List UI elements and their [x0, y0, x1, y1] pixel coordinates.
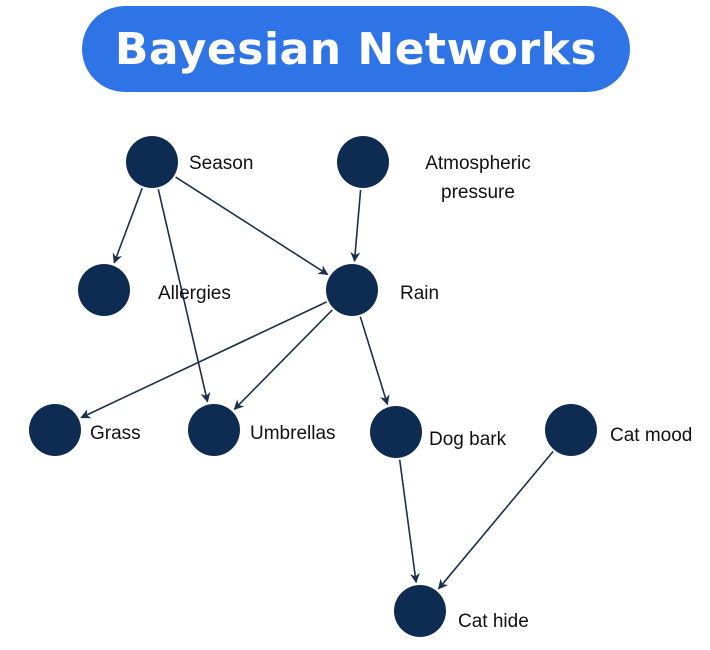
node-label-line-pressure-1: pressure — [441, 182, 515, 203]
node-circle-cathide — [394, 585, 446, 637]
node-circle-grass — [29, 404, 81, 456]
node-label-line-grass-0: Grass — [90, 423, 141, 444]
edge-rain-to-umbrellas — [233, 309, 333, 411]
edge-season-to-rain — [175, 176, 329, 276]
edge-season-to-allergies — [112, 187, 143, 264]
node-catmood: Cat mood — [545, 404, 692, 456]
node-label-cathide: Cat hide — [458, 611, 529, 632]
node-label-dogbark: Dog bark — [429, 429, 507, 450]
node-label-line-rain-0: Rain — [400, 283, 439, 304]
node-label-umbrellas: Umbrellas — [250, 423, 336, 444]
edge-rain-to-grass — [80, 301, 328, 419]
edge-rain-to-dogbark — [359, 316, 390, 406]
node-circle-umbrellas — [188, 404, 240, 456]
node-label-line-umbrellas-0: Umbrellas — [250, 423, 336, 444]
node-label-grass: Grass — [90, 423, 141, 444]
node-circle-dogbark — [370, 406, 422, 458]
node-label-allergies: Allergies — [158, 283, 231, 304]
node-label-line-pressure-0: Atmospheric — [425, 153, 531, 174]
node-label-pressure: Atmospheric pressure — [425, 153, 531, 203]
node-circle-allergies — [78, 264, 130, 316]
diagram-title: Bayesian Networks — [114, 23, 598, 75]
node-cathide: Cat hide — [394, 585, 529, 637]
node-circle-season — [126, 136, 178, 188]
edge-dogbark-to-cathide — [398, 459, 420, 584]
node-circle-rain — [326, 264, 378, 316]
edge-season-to-umbrellas — [157, 189, 211, 403]
edge-catmood-to-cathide — [437, 450, 554, 590]
node-label-line-season-0: Season — [189, 153, 253, 174]
node-label-line-allergies-0: Allergies — [158, 283, 231, 304]
node-allergies: Allergies — [78, 264, 231, 316]
node-pressure: Atmospheric pressure — [337, 136, 531, 203]
node-label-line-cathide-0: Cat hide — [458, 611, 529, 632]
node-circle-pressure — [337, 136, 389, 188]
node-grass: Grass — [29, 404, 141, 456]
node-label-rain: Rain — [400, 283, 439, 304]
node-label-line-catmood-0: Cat mood — [610, 425, 692, 446]
node-label-line-dogbark-0: Dog bark — [429, 429, 507, 450]
title-banner: Bayesian Networks — [82, 6, 630, 92]
node-circle-catmood — [545, 404, 597, 456]
edge-pressure-to-rain — [350, 189, 362, 263]
node-dogbark: Dog bark — [370, 406, 507, 458]
node-season: Season — [126, 136, 253, 188]
node-label-season: Season — [189, 153, 253, 174]
node-umbrellas: Umbrellas — [188, 404, 336, 456]
edges-layer — [80, 176, 554, 590]
node-label-catmood: Cat mood — [610, 425, 692, 446]
node-rain: Rain — [326, 264, 439, 316]
